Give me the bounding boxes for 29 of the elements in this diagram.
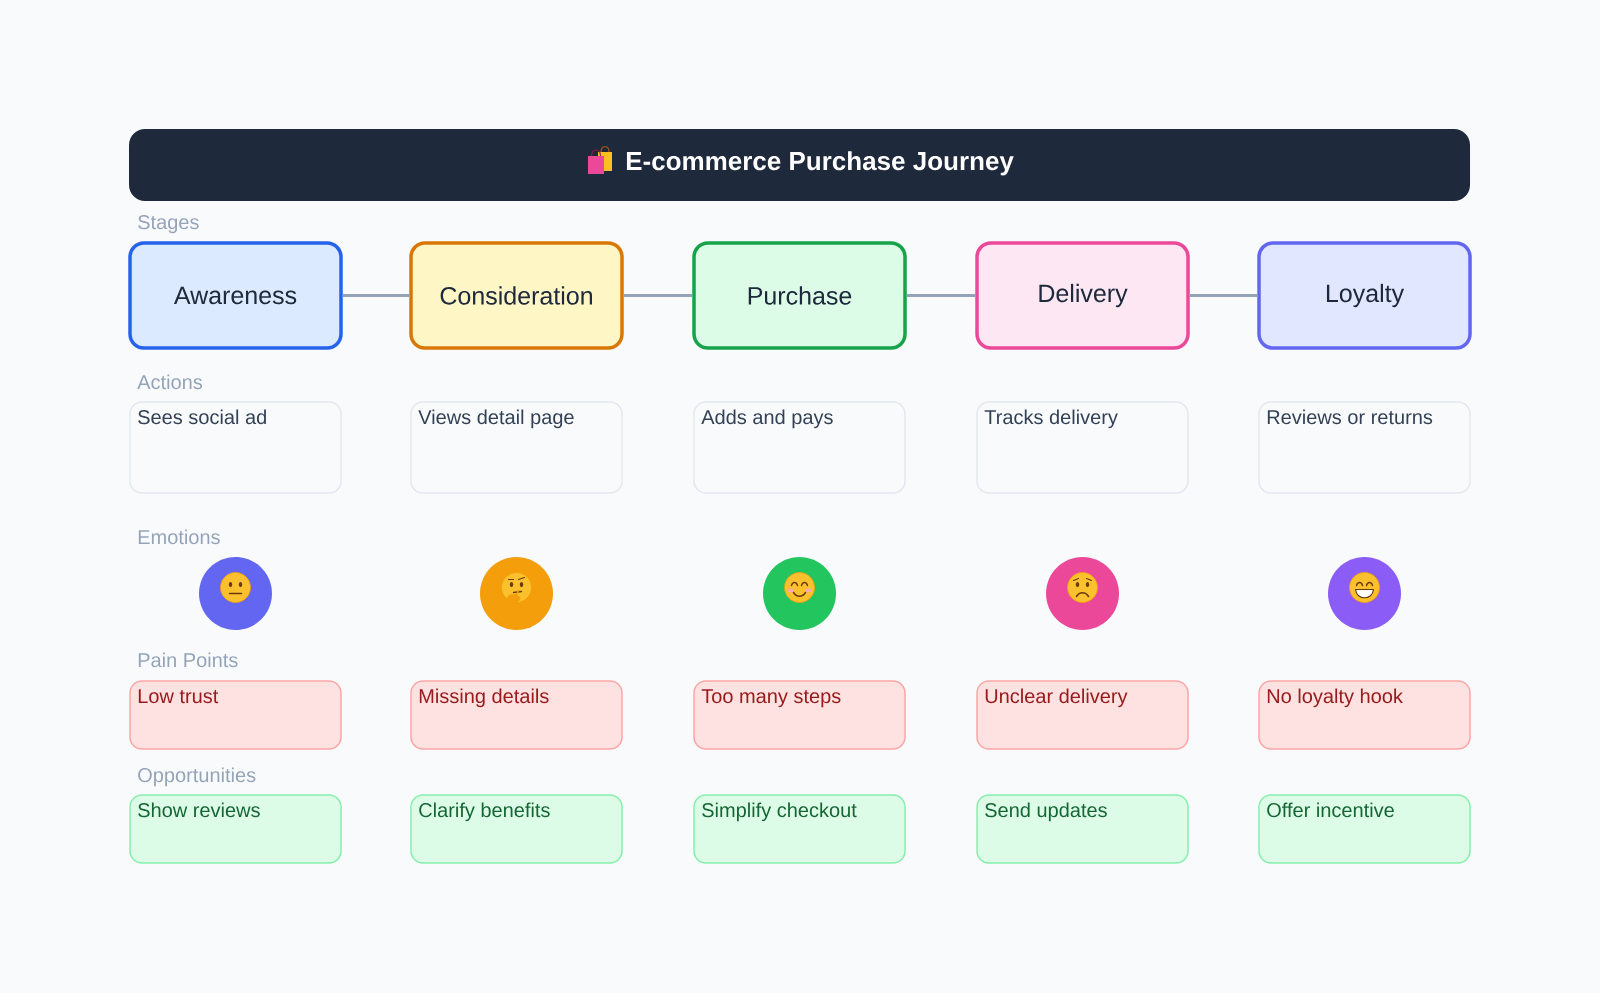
connector-line	[1189, 294, 1258, 297]
title-bar: E-commerce Purchase Journey	[129, 129, 1470, 201]
stage-box: Awareness	[128, 241, 343, 350]
opportunity-box: Clarify benefits	[410, 794, 623, 864]
pain-point-box: Low trust	[129, 680, 342, 750]
opportunity-box: Show reviews	[129, 794, 342, 864]
opportunity-box: Offer incentive	[1258, 794, 1471, 864]
pain-point-box: Too many steps	[693, 680, 906, 750]
section-label: Emotions	[138, 529, 220, 545]
pain-point-box: No loyalty hook	[1258, 680, 1471, 750]
action-box: Sees social ad	[129, 401, 342, 494]
pain-point-box: Missing details	[410, 680, 623, 750]
action-box: Views detail page	[410, 401, 623, 494]
pain-point-box: Unclear delivery	[976, 680, 1189, 750]
opportunity-box: Simplify checkout	[693, 794, 906, 864]
action-box: Adds and pays	[693, 401, 906, 494]
opportunity-box: Send updates	[976, 794, 1189, 864]
stage-box: Loyalty	[1257, 241, 1472, 350]
action-box: Reviews or returns	[1258, 401, 1471, 494]
connector-line	[906, 294, 976, 297]
section-label: Opportunities	[138, 767, 256, 787]
stage-box: Delivery	[975, 241, 1190, 350]
connector-line	[342, 294, 410, 297]
section-label: Pain Points	[138, 652, 238, 668]
section-label: Actions	[137, 374, 203, 390]
stage-box: Consideration	[409, 241, 624, 350]
connector-line	[623, 294, 693, 297]
stage-box: Purchase	[692, 241, 907, 350]
action-box: Tracks delivery	[976, 401, 1189, 494]
